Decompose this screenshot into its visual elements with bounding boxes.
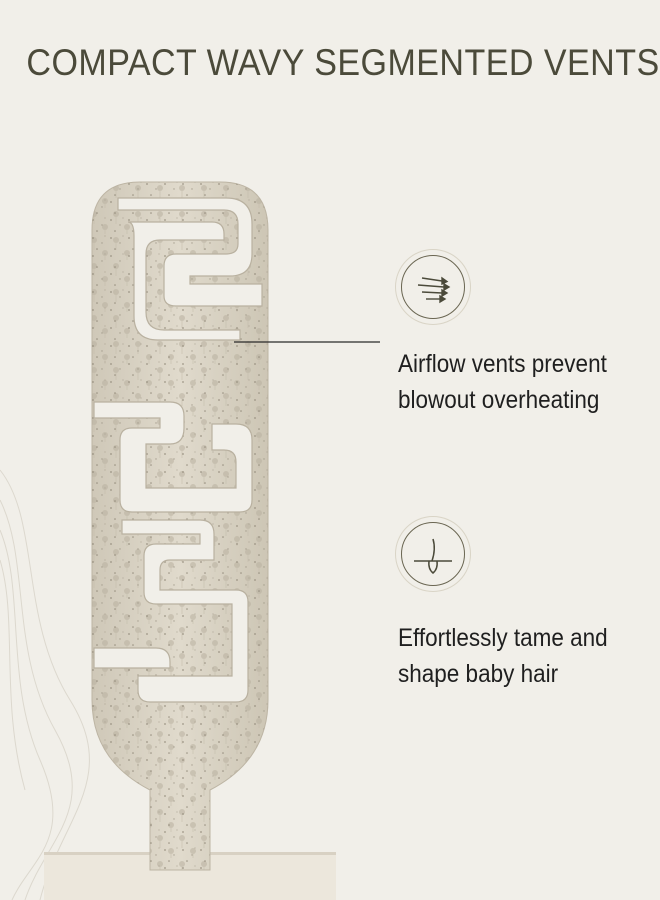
hair-follicle-icon	[401, 522, 465, 586]
feature-text-airflow: Airflow vents prevent blowout overheatin…	[398, 346, 623, 418]
feature-text-baby-hair: Effortlessly tame and shape baby hair	[398, 620, 623, 692]
background-waves	[0, 469, 90, 900]
brush	[91, 181, 269, 871]
headline: COMPACT WAVY SEGMENTED VENTS	[26, 42, 660, 83]
feature-line: blowout overheating	[398, 386, 600, 414]
feature-line: shape baby hair	[398, 660, 559, 688]
feature-line: Effortlessly tame and	[398, 624, 608, 652]
feature-line: Airflow vents prevent	[398, 350, 607, 378]
airflow-arrows-icon	[401, 255, 465, 319]
